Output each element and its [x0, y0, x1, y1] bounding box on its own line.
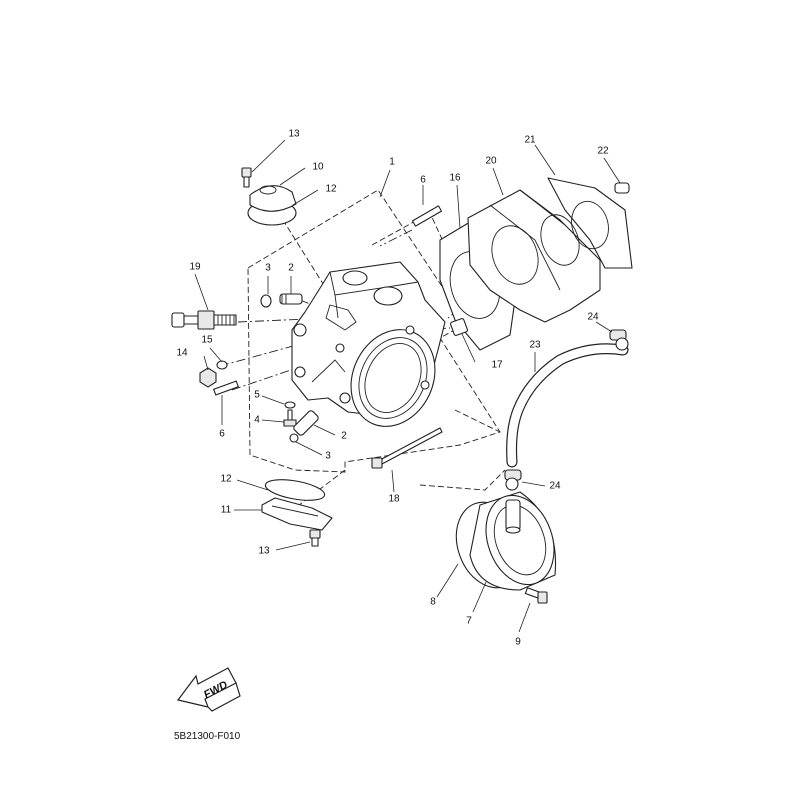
callout-17: 17 [491, 360, 503, 371]
dowel-17-part [450, 318, 468, 336]
bolt-13-bottom [309, 529, 321, 547]
callout-19: 19 [189, 262, 201, 273]
top-cover-part [247, 185, 297, 226]
lower-cover-part [261, 479, 333, 531]
stud-6-left-part [213, 380, 239, 396]
callout-labels: 1 2 2 3 3 4 5 6 6 7 8 9 10 11 12 12 13 1… [176, 129, 609, 648]
bolt-13-top [241, 167, 252, 188]
callout-4: 4 [254, 415, 260, 426]
callout-24-bottom: 24 [549, 481, 561, 492]
fwd-arrow-icon [176, 667, 237, 708]
cylinder-20-part [467, 189, 601, 323]
callout-13-bottom: 13 [258, 546, 270, 557]
clamp-24-top [609, 329, 629, 351]
callout-9: 9 [515, 637, 521, 648]
callout-20: 20 [485, 156, 497, 167]
callout-3-bottom: 3 [325, 451, 331, 462]
callout-11: 11 [221, 505, 232, 516]
callout-22: 22 [597, 146, 609, 157]
stud-6-top-part [411, 205, 443, 227]
sensor-19-part [171, 310, 237, 330]
callout-7: 7 [466, 616, 472, 627]
guide-pump [419, 469, 506, 491]
callout-6-left: 6 [219, 429, 225, 440]
callout-8: 8 [430, 597, 436, 608]
hose-23-part [506, 343, 629, 468]
callout-12-top: 12 [325, 184, 337, 195]
guide-stud-6a [379, 229, 413, 247]
callout-3-top: 3 [265, 263, 271, 274]
callout-2-bottom: 2 [341, 431, 347, 442]
bolt-9-part [524, 587, 548, 604]
callout-16: 16 [449, 173, 461, 184]
leader-lines [194, 139, 621, 633]
bolt-18-part [371, 427, 443, 469]
washer-3-top [260, 294, 272, 308]
callout-21: 21 [524, 135, 536, 146]
pin-22-part [614, 182, 630, 194]
guide-stud-6b [231, 359, 321, 391]
callout-2-top: 2 [288, 263, 294, 274]
cylinder-body-part [291, 261, 446, 427]
callout-24-top: 24 [587, 312, 599, 323]
washer-5-part [284, 401, 296, 409]
guide-cover-top [277, 211, 331, 296]
nut-14-part [199, 367, 217, 388]
callout-23: 23 [529, 340, 541, 351]
callout-14: 14 [176, 348, 188, 359]
plug-2-bottom [293, 410, 319, 436]
callout-1: 1 [389, 157, 395, 168]
screw-4-part [283, 409, 297, 427]
drawing-code: 5B21300-F010 [174, 731, 241, 742]
fwd-arrow: FWD [176, 667, 241, 712]
callout-15: 15 [201, 335, 213, 346]
callout-18: 18 [388, 494, 400, 505]
washer-3-bottom [289, 433, 299, 443]
callout-12-bottom: 12 [220, 474, 232, 485]
gasket-21-part [547, 177, 633, 269]
clamp-24-bottom [504, 469, 522, 491]
callout-13-top: 13 [288, 129, 300, 140]
assembly-box-1 [247, 189, 501, 473]
guide-pump-2 [454, 409, 501, 433]
washer-15-part [216, 360, 228, 370]
plug-2-top [279, 293, 303, 305]
callout-10: 10 [312, 162, 324, 173]
callout-6-top: 6 [420, 175, 426, 186]
callout-5: 5 [254, 390, 260, 401]
pump-housing-part [455, 491, 557, 591]
